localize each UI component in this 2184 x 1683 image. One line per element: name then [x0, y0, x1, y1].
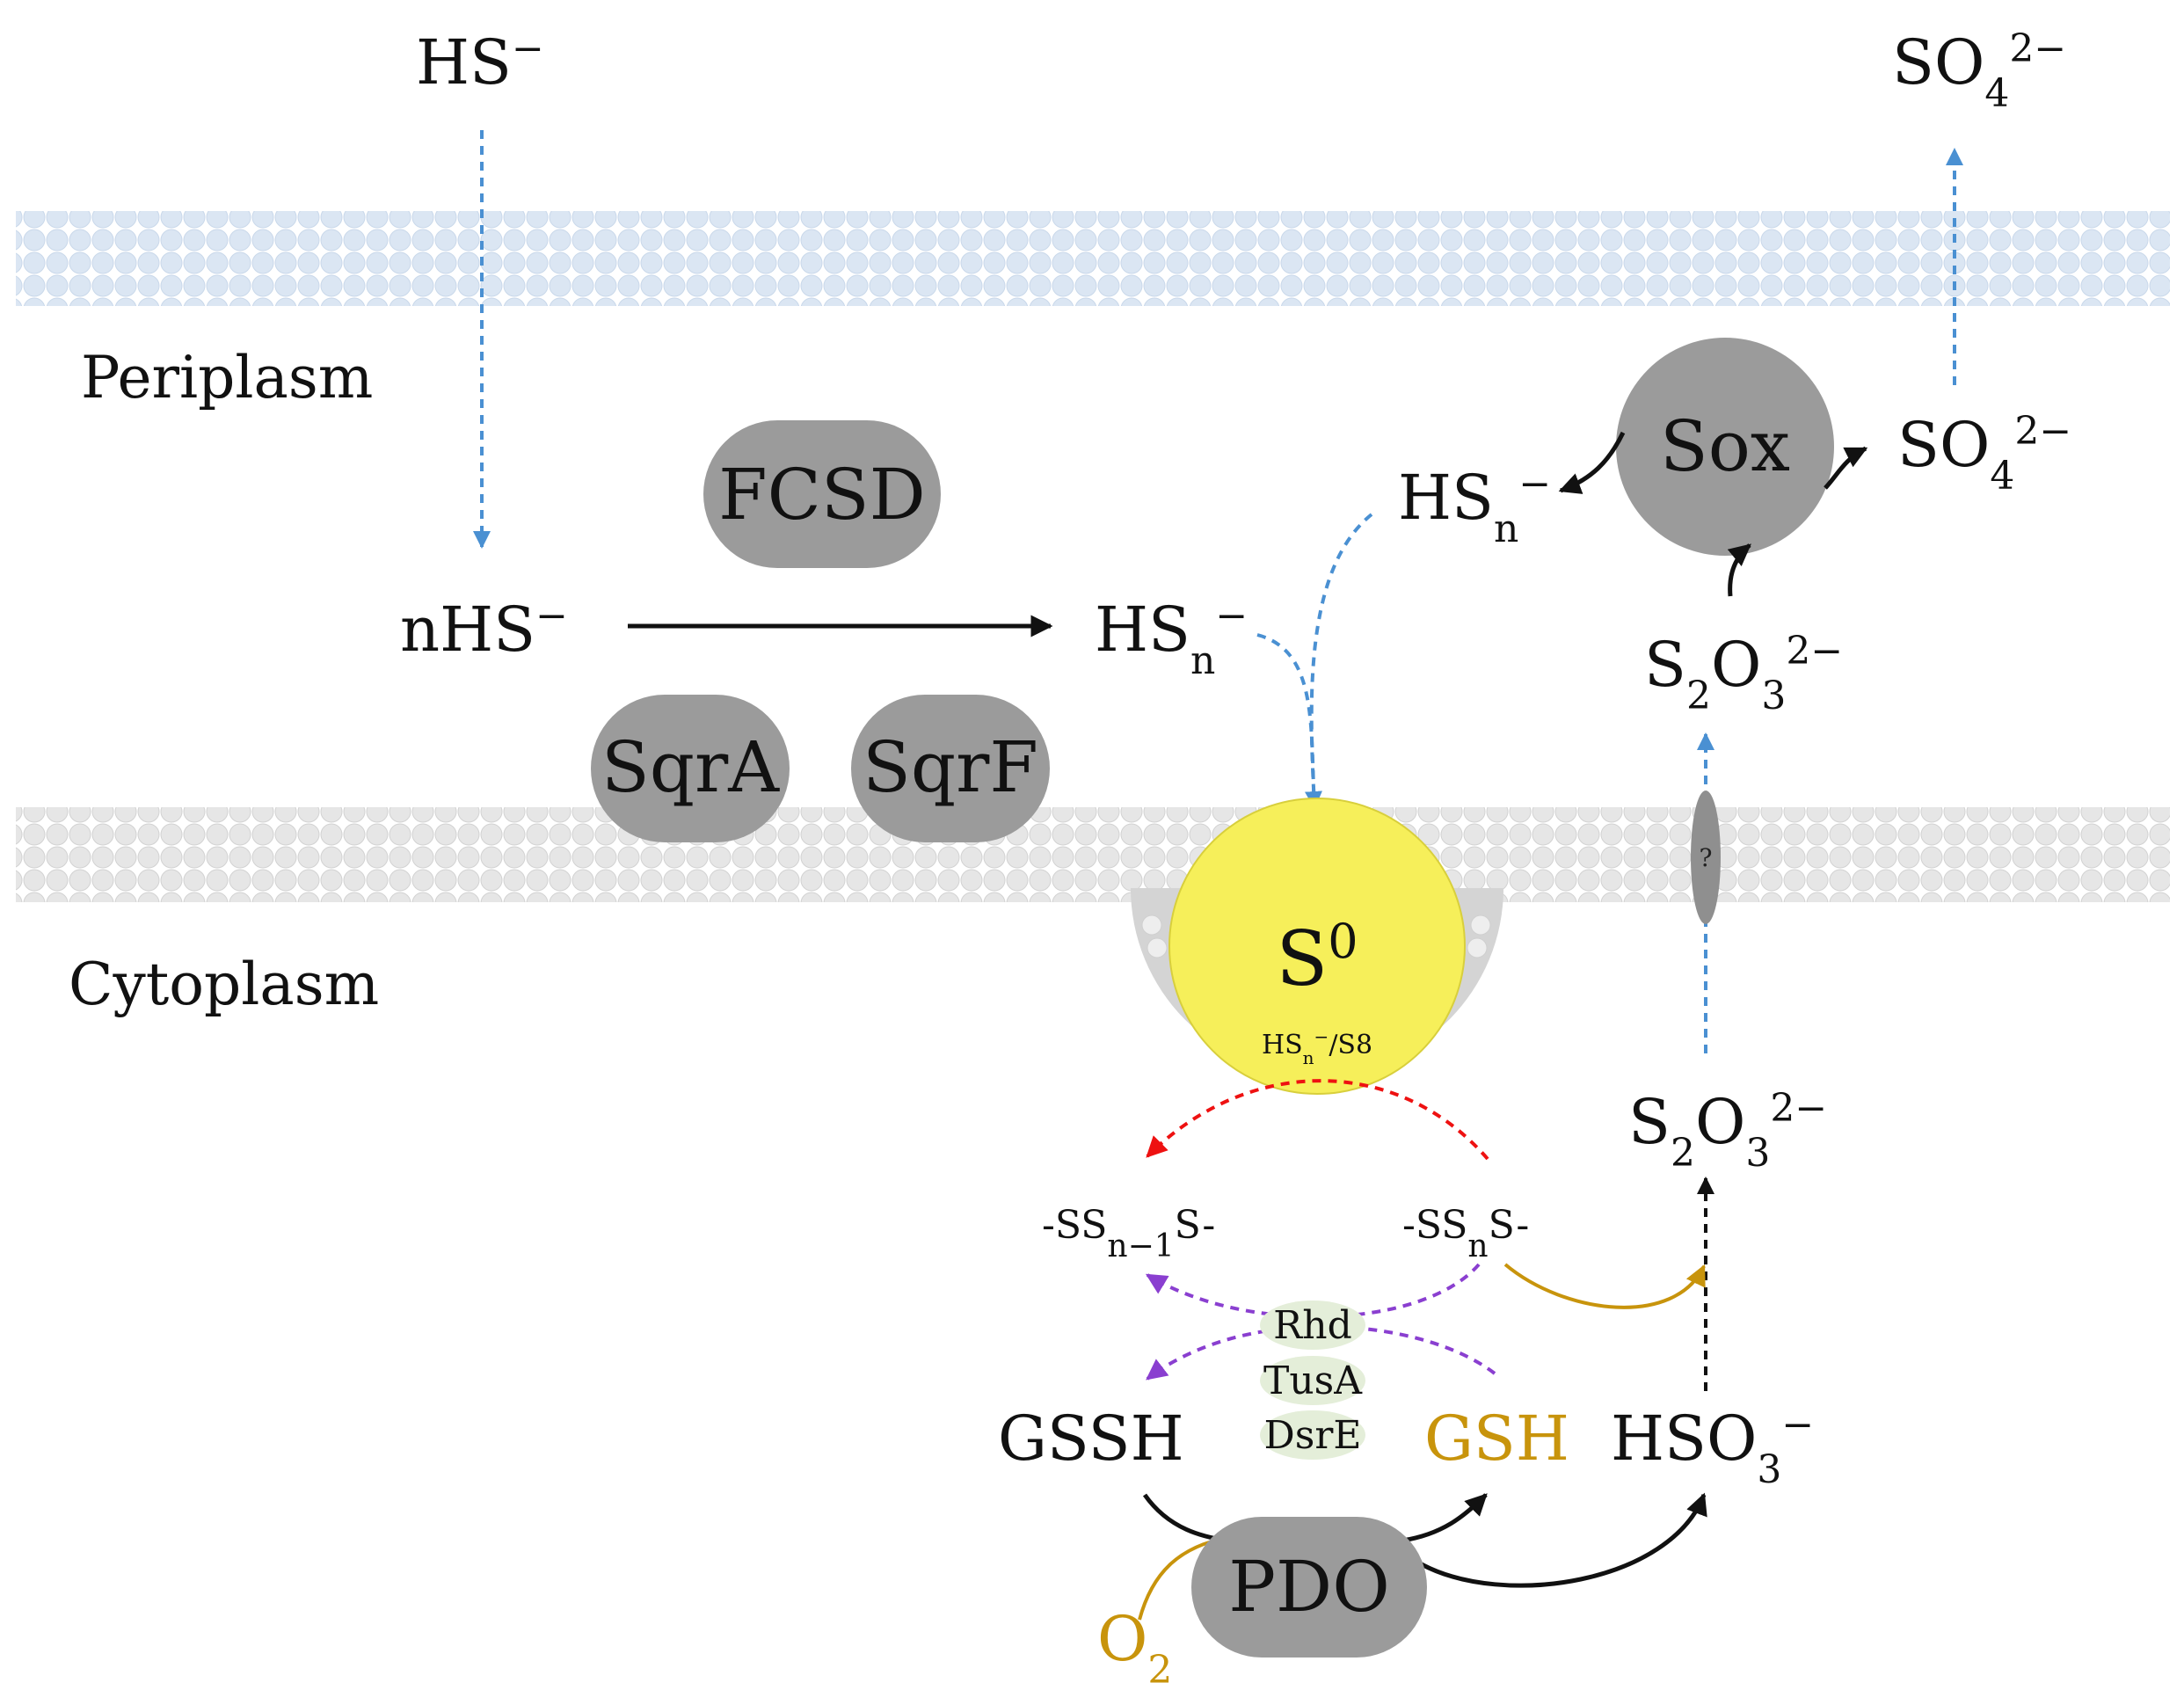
- s2o3-upper-label: S2O32−: [1644, 629, 1843, 718]
- sqra-enzyme: SqrA: [591, 695, 790, 842]
- sox-to-hsn-arrow: [1558, 431, 1626, 494]
- pdo-to-gsh-arrow: [1401, 1493, 1488, 1543]
- gssh-label: GSSH: [998, 1402, 1184, 1475]
- purple-gsh-to-gssh-arrow: [1146, 1324, 1496, 1381]
- gold-polysulfide-to-thiosulfate-arrow: [1503, 1263, 1706, 1309]
- inner-membrane-bilayer: [16, 807, 2170, 902]
- sqra-label: SqrA: [601, 726, 780, 808]
- gssh-to-pdo-arc: [1142, 1493, 1227, 1543]
- pdo-label: PDO: [1228, 1546, 1390, 1628]
- s0-label: S0: [1276, 914, 1358, 1004]
- ssns-label: -SSnS-: [1402, 1203, 1529, 1264]
- so4-outside-label: SO42−: [1892, 26, 2066, 116]
- sox-to-so4-arrow: [1824, 446, 1868, 490]
- pdo-to-sulfite-arrow: [1418, 1492, 1707, 1588]
- dsre-label: DsrE: [1263, 1413, 1361, 1458]
- rhd-enzyme: Rhd: [1260, 1300, 1365, 1350]
- sulfur-globule-core: [1168, 798, 1466, 1095]
- envelope-lipid-bead: [1467, 937, 1488, 958]
- sqrf-enzyme: SqrF: [851, 695, 1050, 842]
- hsn-sox-label: HSn−: [1398, 462, 1551, 551]
- s2o3-lower-label: S2O32−: [1628, 1086, 1827, 1176]
- envelope-lipid-bead: [1141, 914, 1162, 936]
- fcsd-enzyme: FCSD: [703, 420, 941, 568]
- dsre-enzyme: DsrE: [1260, 1410, 1365, 1460]
- oxygen-label: O2: [1097, 1603, 1172, 1683]
- globule-content-label: HSn−/S8: [1262, 1026, 1372, 1068]
- sulfur-globule: S0 HSn−/S8: [1131, 798, 1503, 1095]
- envelope-lipid-bead: [1147, 937, 1168, 958]
- sox-label: Sox: [1660, 405, 1790, 487]
- nhs-label: nHS−: [400, 594, 568, 667]
- pdo-enzyme: PDO: [1191, 1517, 1427, 1658]
- rhd-label: Rhd: [1273, 1303, 1352, 1348]
- sox-enzyme: Sox: [1616, 338, 1834, 556]
- cytoplasm-label: Cytoplasm: [69, 951, 379, 1018]
- hsn-to-globule-arrow: [1256, 633, 1322, 809]
- sulfur-chain-release-arrow: [1146, 1079, 1489, 1161]
- envelope-lipid-bead: [1470, 914, 1491, 936]
- transporter-label: ?: [1699, 843, 1712, 872]
- periplasm-label: Periplasm: [81, 344, 373, 412]
- so4-sox-label: SO42−: [1897, 409, 2071, 499]
- gsh-label: GSH: [1424, 1402, 1569, 1475]
- hso3-label: HSO3−: [1611, 1402, 1814, 1492]
- outer-membrane-bilayer: [16, 211, 2170, 306]
- thiosulfate-to-sox-arrow: [1727, 543, 1751, 597]
- tusa-label: TusA: [1263, 1359, 1363, 1403]
- ssn1s-label: -SSn−1S-: [1042, 1203, 1215, 1264]
- fcsd-label: FCSD: [718, 454, 926, 536]
- hs-outside-label: HS−: [416, 26, 544, 99]
- tusa-enzyme: TusA: [1260, 1356, 1365, 1405]
- unknown-transporter: ?: [1691, 790, 1721, 924]
- sox-hsn-to-globule-arrow: [1309, 513, 1373, 808]
- hsn-middle-label: HSn−: [1095, 594, 1248, 683]
- sqrf-label: SqrF: [863, 726, 1038, 808]
